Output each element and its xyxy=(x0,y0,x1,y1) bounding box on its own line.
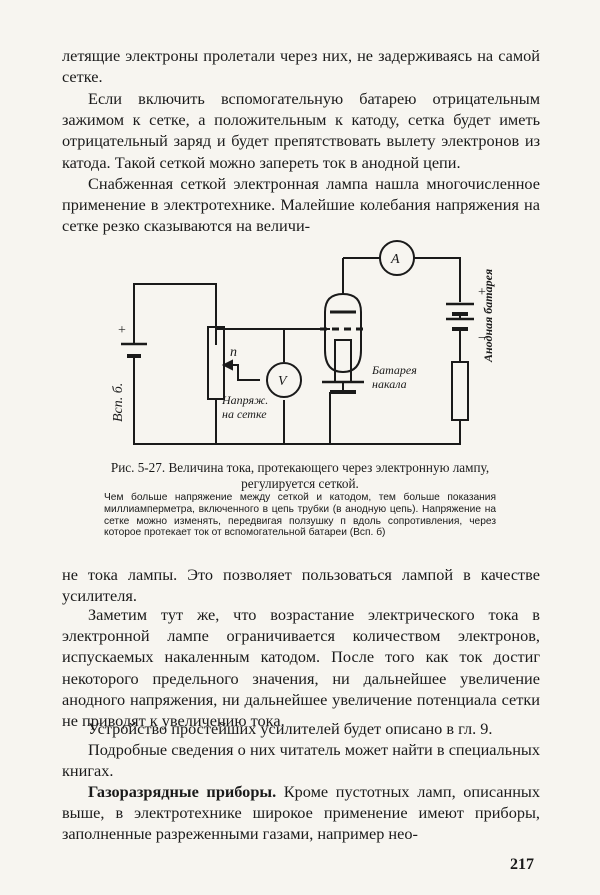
circuit-svg: А V п + + − Всп. б. Напряж. на сетке Бат… xyxy=(111,240,495,445)
slider-label: п xyxy=(230,345,237,360)
voltmeter xyxy=(266,362,302,398)
heater-battery-label-2: накала xyxy=(372,377,407,391)
paragraph-amplifier: не тока лампы. Это позволяет пользоватьс… xyxy=(62,565,540,606)
paragraph-amplifiers-chapter: Устройство простейших усилителей будет о… xyxy=(88,719,493,738)
figure-caption-title: Рис. 5-27. Величина тока, протекающего ч… xyxy=(110,460,490,491)
heater-battery-label-1: Батарея xyxy=(371,363,417,377)
anode-battery-label: Анодная батарея xyxy=(481,269,495,363)
paragraph-grid-application: Снабженная сеткой электронная лампа нашл… xyxy=(62,174,540,236)
paragraph-further-reading: Подробные сведения о них читатель может … xyxy=(62,740,540,781)
anode-wire xyxy=(414,257,461,302)
slider-arrow xyxy=(221,359,233,371)
ammeter-label: А xyxy=(390,252,400,267)
gas-discharge-heading: Газоразрядные приборы. xyxy=(88,782,277,801)
figure-circuit-diagram: А V п + + − Всп. б. Напряж. на сетке Бат… xyxy=(0,232,600,462)
page-number: 217 xyxy=(510,856,534,873)
figure-caption-note: Чем больше напряжение между сеткой и кат… xyxy=(104,492,496,539)
paragraph-negative-grid: Если включить вспомогательную батарею от… xyxy=(62,89,540,172)
vacuum-tube xyxy=(324,292,362,374)
tube-cathode xyxy=(334,339,352,348)
anode-battery-minus: − xyxy=(478,331,486,346)
gas-discharge-text: Кроме пустотных ламп, описанных выше, в … xyxy=(62,782,540,844)
grid-voltage-label-1: Напряж. xyxy=(221,393,268,407)
paragraph-gas-discharge: Газоразрядные приборы. Кроме пустотных л… xyxy=(62,781,540,845)
aux-battery-plus: + xyxy=(118,323,126,338)
voltmeter-label: V xyxy=(278,374,288,389)
anode-resistor xyxy=(451,361,469,421)
aux-battery-label: Всп. б. xyxy=(111,383,126,422)
anode-battery-plus: + xyxy=(478,285,486,300)
paragraph-continuation: летящие электроны пролетали через них, н… xyxy=(62,46,540,87)
grid-voltage-label-2: на сетке xyxy=(222,407,267,421)
outer-wire xyxy=(133,283,461,445)
paragraph-saturation: Заметим тут же, что возрастание электрич… xyxy=(62,605,540,731)
